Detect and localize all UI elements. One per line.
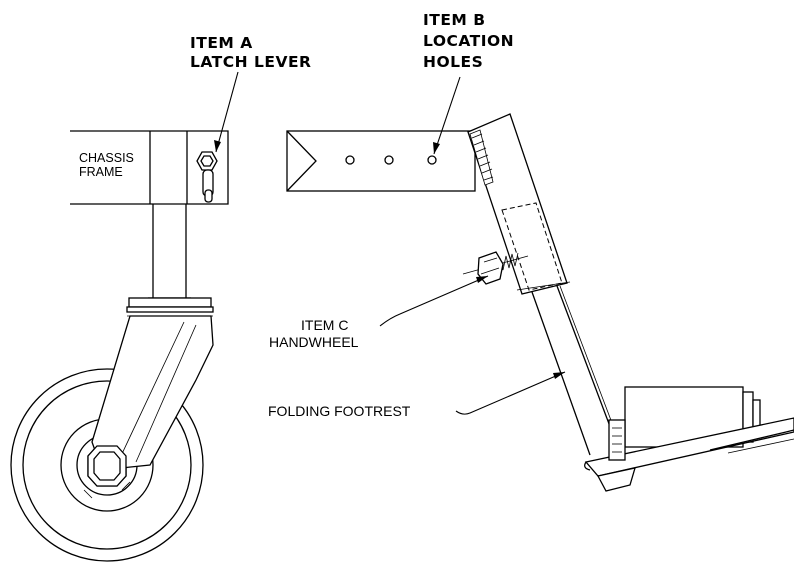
- footrest-upper-tube: [467, 113, 571, 295]
- footplate: [584, 386, 794, 492]
- chassis-label-line2: FRAME: [79, 165, 123, 179]
- item-c-subtitle: HANDWHEEL: [269, 334, 359, 350]
- chassis-label-line1: CHASSIS: [79, 151, 134, 165]
- item-c-title: ITEM C: [301, 317, 348, 333]
- item-b-line2: LOCATION: [423, 32, 514, 50]
- castor-stem: [126, 204, 214, 317]
- label-item-b: ITEM B LOCATION HOLES: [423, 11, 514, 155]
- footrest-label: FOLDING FOOTREST: [268, 403, 411, 419]
- handwheel: [462, 251, 529, 285]
- receiver-tube: [286, 130, 476, 192]
- item-a-subtitle: LATCH LEVER: [190, 53, 311, 71]
- footrest-lower-leg: [531, 285, 621, 456]
- label-item-c: ITEM C HANDWHEEL: [269, 275, 489, 350]
- castor-fork: [83, 315, 214, 499]
- item-b-line3: HOLES: [423, 53, 483, 71]
- chassis-frame: CHASSIS FRAME: [70, 130, 229, 205]
- latch-lever: [196, 151, 218, 203]
- label-item-a: ITEM A LATCH LEVER: [190, 34, 311, 153]
- item-a-title: ITEM A: [190, 34, 253, 52]
- item-b-title: ITEM B: [423, 11, 486, 29]
- label-footrest: FOLDING FOOTREST: [268, 371, 566, 419]
